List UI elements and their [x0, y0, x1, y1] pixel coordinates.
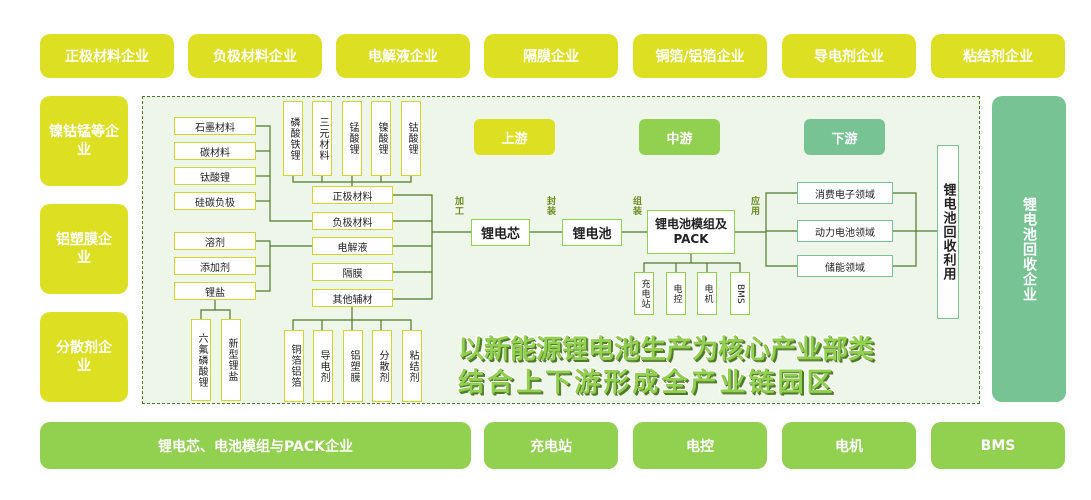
top-separator-enterprises: 隔膜企业 — [484, 34, 618, 78]
bottom-motor: 电机 — [782, 422, 916, 469]
bottom-electronic-control: 电控 — [633, 422, 767, 469]
salt-type-lipf6: 六氟磷酸锂 — [191, 319, 211, 401]
module-child-motor: 电机 — [697, 272, 717, 315]
right-battery-recycling-enterprises: 锂电池回收企业 — [992, 96, 1066, 402]
top-binder-enterprises: 粘结剂企业 — [931, 34, 1065, 78]
electrolyte-input-additive: 添加剂 — [174, 257, 256, 275]
top-conductive-agent-enterprises: 导电剂企业 — [782, 34, 916, 78]
chain-module-line2: PACK — [673, 232, 709, 246]
app-consumer-electronics: 消费电子领域 — [797, 182, 893, 204]
material-cathode: 正极材料 — [312, 186, 393, 204]
module-child-charging-station: 充电站 — [634, 272, 654, 315]
chain-module-line1: 锂电池模组及 — [654, 217, 727, 231]
slogan-line2: 结 合 上 下 游 形 成 全 产 业 链 园 区 — [458, 368, 833, 398]
left-nickel-cobalt-manganese-enterprises: 镍钴锰等企业 — [40, 96, 128, 186]
bottom-cell-module-pack-enterprises: 锂电芯、电池模组与PACK企业 — [40, 422, 471, 469]
module-child-bms: BMS — [730, 272, 750, 315]
anode-input-silicon-carbon: 硅碳负极 — [174, 192, 256, 210]
module-child-bms-label: BMS — [735, 283, 745, 304]
cathode-type-lfp: 磷酸铁锂 — [283, 101, 303, 176]
material-electrolyte: 电解液 — [312, 237, 393, 255]
aux-type-foil: 铜箔铝箔 — [284, 330, 304, 402]
process-label-assembly: 组装 — [631, 196, 641, 216]
top-foil-enterprises: 铜箔/铝箔企业 — [633, 34, 767, 78]
app-energy-storage: 储能领域 — [797, 255, 893, 277]
stage-midstream: 中游 — [639, 119, 720, 155]
aux-type-binder: 粘结剂 — [402, 330, 422, 402]
salt-type-new: 新型锂盐 — [221, 319, 241, 401]
material-separator: 隔膜 — [312, 263, 393, 281]
top-cathode-enterprises: 正极材料企业 — [40, 34, 174, 78]
app-power-battery: 动力电池领域 — [797, 220, 893, 242]
slogan-line1: 以新能源锂电池生产为核心产业部类 — [458, 335, 875, 365]
bottom-charging-station: 充电站 — [484, 422, 618, 469]
top-anode-enterprises: 负极材料企业 — [188, 34, 322, 78]
left-aluminum-plastic-film-enterprises: 铝塑膜企业 — [40, 204, 128, 294]
aux-type-aluminum-plastic-film: 铝塑膜 — [343, 330, 363, 402]
aux-type-conductive-agent: 导电剂 — [313, 330, 333, 402]
anode-input-carbon: 碳材料 — [174, 142, 256, 160]
electrolyte-input-solvent: 溶剂 — [174, 232, 256, 250]
cathode-type-ternary: 三元材料 — [312, 101, 332, 176]
electrolyte-input-lithium-salt: 锂盐 — [174, 282, 256, 300]
chain-lithium-cell: 锂电芯 — [471, 219, 530, 246]
material-other-auxiliary: 其他辅材 — [312, 289, 393, 307]
anode-input-graphite: 石墨材料 — [174, 117, 256, 135]
chain-lithium-battery: 锂电池 — [562, 219, 622, 246]
recycling-box: 锂电池回收利用 — [937, 145, 959, 319]
cathode-type-lno: 镍酸锂 — [371, 101, 391, 176]
anode-input-lithium-titanate: 钛酸锂 — [174, 167, 256, 185]
process-label-application: 应用 — [749, 196, 759, 216]
top-electrolyte-enterprises: 电解液企业 — [336, 34, 470, 78]
process-label-packaging: 封装 — [545, 196, 555, 216]
aux-type-dispersant: 分散剂 — [372, 330, 392, 402]
cathode-type-lco: 钴酸锂 — [401, 101, 421, 176]
bottom-bms: BMS — [931, 422, 1065, 469]
module-child-electronic-control: 电控 — [666, 272, 686, 315]
process-label-processing: 加工 — [453, 196, 463, 216]
stage-downstream: 下游 — [804, 119, 885, 155]
material-anode: 负极材料 — [312, 212, 393, 230]
stage-upstream: 上游 — [474, 119, 555, 155]
cathode-type-lmo: 锰酸锂 — [342, 101, 362, 176]
chain-module-pack: 锂电池模组及 PACK — [647, 210, 735, 254]
left-dispersant-enterprises: 分散剂企业 — [40, 312, 128, 402]
